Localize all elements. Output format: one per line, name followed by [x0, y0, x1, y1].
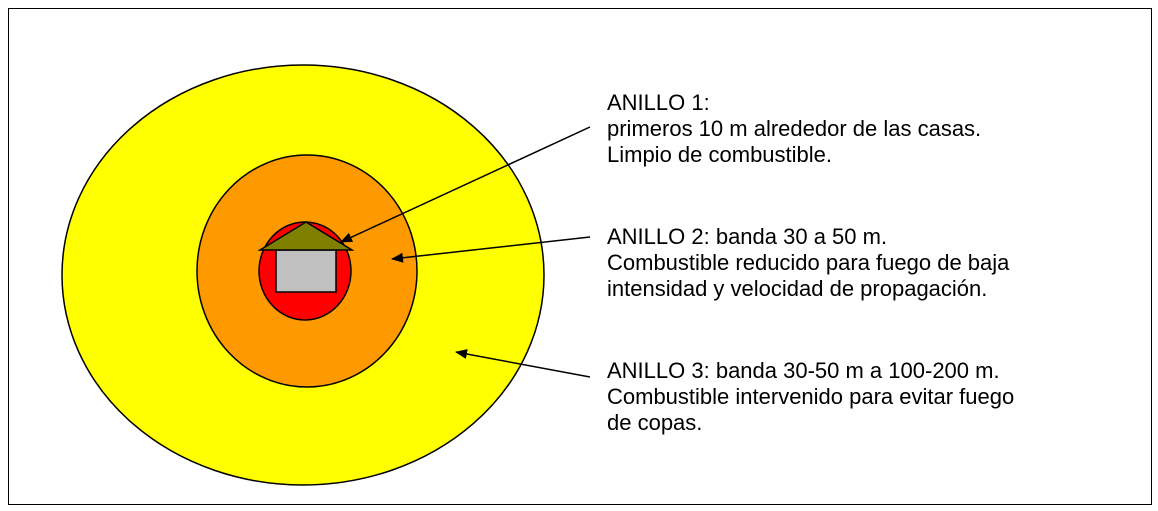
arrow-ring-2 [391, 236, 591, 263]
house-roof [257, 221, 355, 251]
ring-1-line-1: ANILLO 1: [607, 90, 710, 115]
ring-1-line-3: Limpio de combustible. [607, 142, 833, 167]
ring-3-label: ANILLO 3: banda 30-50 m a 100-200 m. Com… [607, 358, 1014, 436]
house-icon [257, 221, 355, 293]
ring-2-line-1: ANILLO 2: banda 30 a 50 m. [607, 224, 888, 249]
ring-2-line-2: Combustible reducido para fuego de baja [607, 250, 1010, 275]
ring-3-line-1: ANILLO 3: banda 30-50 m a 100-200 m. [607, 358, 1000, 383]
ring-2-line-3: intensidad y velocidad de propagación. [607, 276, 988, 301]
arrow-ring-1 [340, 126, 591, 243]
ring-2-label: ANILLO 2: banda 30 a 50 m. Combustible r… [607, 224, 1009, 302]
ring-1-line-2: primeros 10 m alrededor de las casas. [607, 116, 982, 141]
ring-3-line-2: Combustible intervenido para evitar fueg… [607, 384, 1015, 409]
ring-1-label: ANILLO 1: primeros 10 m alrededor de las… [607, 90, 981, 168]
arrow-ring-3 [455, 349, 591, 378]
ring-3-line-3: de copas. [607, 410, 703, 435]
house-wall [275, 249, 337, 293]
